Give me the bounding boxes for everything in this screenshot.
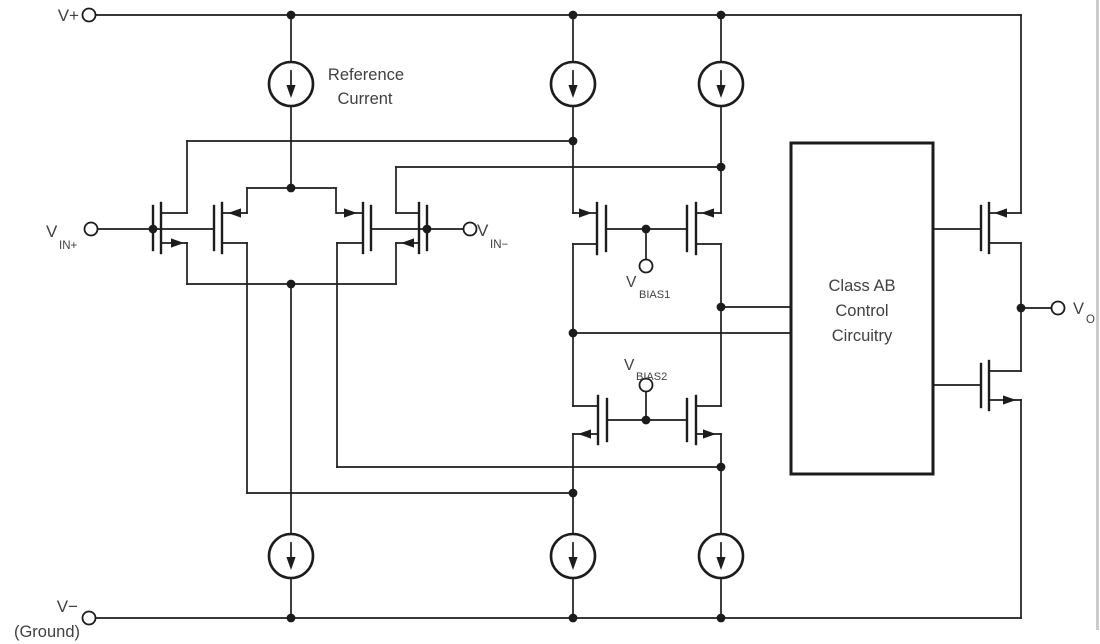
- junction-dot: [716, 462, 726, 472]
- components-layer: [81, 7, 1066, 626]
- vout-label: V: [1073, 300, 1084, 318]
- vin-minus-subscript: IN−: [490, 239, 509, 251]
- junction-dot: [568, 613, 578, 623]
- top-current-source-right-arrow-head: [716, 85, 726, 98]
- class-ab-label-line2: Control: [835, 302, 888, 320]
- vbias1-terminal: [638, 258, 654, 274]
- junction-dot: [716, 10, 726, 20]
- junction-dot: [641, 224, 651, 234]
- ground-label: (Ground): [14, 623, 80, 641]
- junction-dot: [286, 183, 296, 193]
- bottom-current-source-right-arrow-head: [716, 557, 726, 570]
- vin-minus-label: V: [477, 221, 489, 240]
- reference-current-source-arrow-head: [286, 85, 296, 98]
- bottom-current-source-mid-arrow-head: [568, 557, 578, 570]
- junction-dot: [568, 136, 578, 146]
- mosfet-source-arrow: [344, 208, 357, 218]
- junction-dot: [641, 415, 651, 425]
- v-minus-terminal: [81, 610, 97, 626]
- mosfet-source-arrow: [401, 238, 414, 248]
- junction-dot: [716, 613, 726, 623]
- labels-layer: V+ V− (Ground) Reference Current V IN+ V…: [14, 6, 1095, 641]
- class-ab-control-box: [789, 141, 935, 476]
- bottom-current-source-left-arrow-head: [286, 557, 296, 570]
- mosfet-source-arrow: [703, 429, 716, 439]
- junction-dot: [286, 279, 296, 289]
- class-ab-label-line3: Circuitry: [832, 327, 893, 345]
- vbias1-label: V: [626, 274, 637, 291]
- vbias2-label: V: [624, 357, 635, 374]
- reference-current-label-line2: Current: [337, 90, 392, 108]
- junction-dot: [568, 10, 578, 20]
- junction-dot: [716, 302, 726, 312]
- vin-plus-terminal: [83, 221, 99, 237]
- vin-plus-label: V: [46, 222, 58, 241]
- junction-dot: [422, 224, 432, 234]
- junction-dot: [148, 224, 158, 234]
- v-minus-label: V−: [57, 597, 78, 616]
- junction-dot: [1016, 303, 1026, 313]
- vin-minus-terminal: [462, 221, 478, 237]
- mosfet-source-arrow: [578, 429, 591, 439]
- reference-current-label-line1: Reference: [328, 66, 404, 84]
- v-plus-label: V+: [58, 6, 79, 25]
- vin-plus-subscript: IN+: [59, 240, 78, 252]
- junction-dot: [716, 162, 726, 172]
- mosfet-source-arrow: [171, 238, 184, 248]
- vbias2-terminal: [638, 377, 654, 393]
- junction-dot: [286, 10, 296, 20]
- mosfet-source-arrow: [579, 208, 592, 218]
- top-current-source-mid-arrow-head: [568, 85, 578, 98]
- v-plus-terminal: [81, 7, 97, 23]
- vout-terminal: [1050, 300, 1066, 316]
- page-edge: [1096, 0, 1099, 630]
- junction-dot: [568, 328, 578, 338]
- mosfet-source-arrow: [701, 208, 714, 218]
- junction-dot: [568, 488, 578, 498]
- wires-layer: [95, 14, 1052, 619]
- mosfet-source-arrow: [994, 208, 1007, 218]
- class-ab-label-line1: Class AB: [829, 277, 896, 295]
- vbias2-subscript: BIAS2: [636, 371, 667, 383]
- vbias1-subscript: BIAS1: [639, 289, 670, 301]
- mosfet-source-arrow: [228, 208, 241, 218]
- vout-subscript: O: [1086, 314, 1095, 326]
- mosfet-source-arrow: [1003, 395, 1016, 405]
- junction-dot: [286, 613, 296, 623]
